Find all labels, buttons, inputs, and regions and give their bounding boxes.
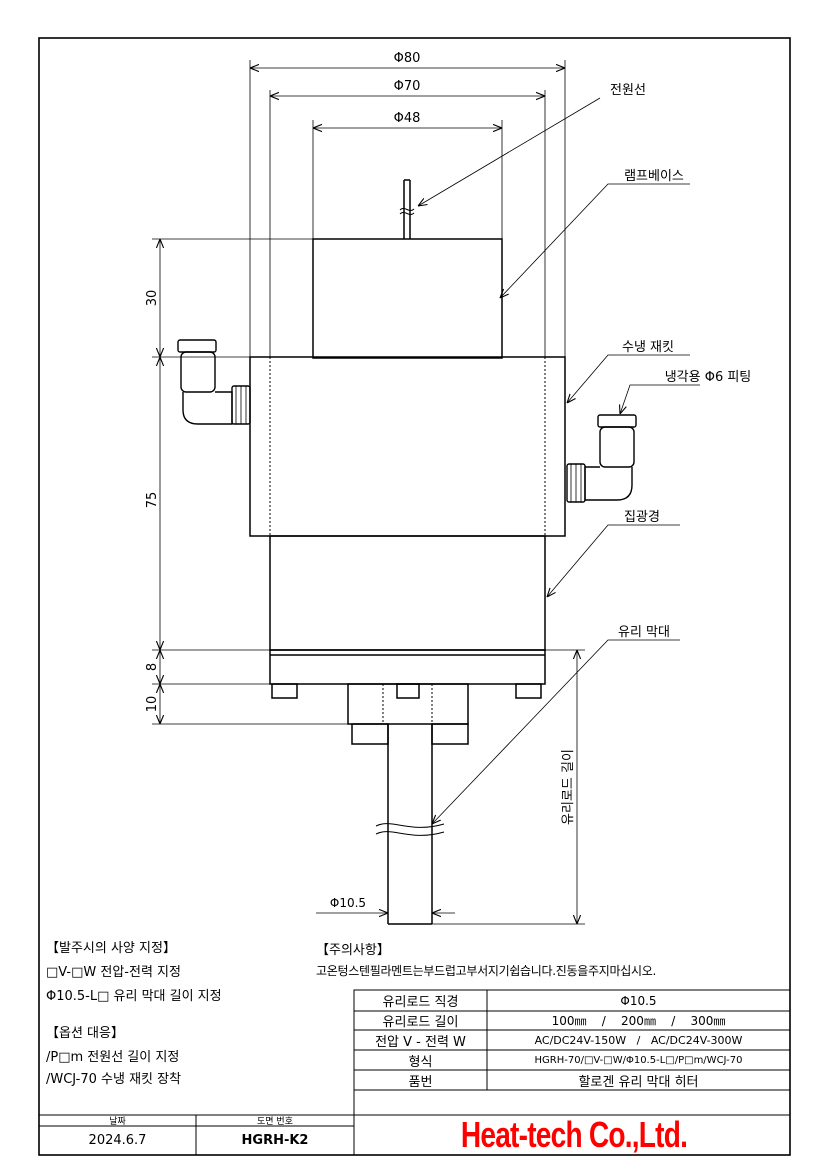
reflector	[269, 535, 546, 651]
label-cooling-fitting: 냉각용 Φ6 피팅	[665, 370, 752, 385]
dim-rod-dia: Φ10.5	[330, 896, 366, 910]
date-label: 날짜	[109, 1117, 126, 1126]
spec-label-rod-length: 유리로드 길이	[382, 1015, 459, 1030]
order-spec-title: 【발주시의 사양 지정】	[46, 941, 176, 956]
spec-value-part-name: 할로겐 유리 막대 히터	[578, 1074, 699, 1090]
spec-label-voltage: 전압 V - 전력 W	[375, 1034, 466, 1050]
left-fitting	[177, 339, 251, 425]
date-value: 2024.6.7	[88, 1133, 147, 1148]
dim-75: 75	[145, 492, 160, 509]
spec-value-model: HGRH-70/□V-□W/Φ10.5-L□/P□m/WCJ-70	[534, 1054, 743, 1066]
glass-rod	[375, 724, 445, 925]
caution-title: 【주의사항】	[316, 943, 390, 958]
water-jacket	[249, 356, 566, 537]
order-spec-line1: □V-□W 전압-전력 지정	[46, 965, 181, 980]
label-glass-rod: 유리 막대	[618, 625, 670, 640]
dim-phi80: Φ80	[394, 51, 421, 66]
spec-label-part-name: 품번	[408, 1074, 433, 1090]
spec-label-model: 형식	[408, 1054, 433, 1070]
order-spec-line2: Φ10.5-L□ 유리 막대 길이 지정	[46, 989, 222, 1004]
brand-logo: Heat-tech Co.,Ltd.	[460, 1114, 688, 1155]
drawing-border	[38, 37, 791, 1156]
dim-10: 10	[145, 696, 160, 713]
dim-phi48: Φ48	[394, 111, 421, 126]
dim-8: 8	[145, 663, 160, 671]
rod-holder	[347, 683, 469, 725]
lamp-base	[312, 238, 503, 359]
right-fitting	[566, 414, 637, 503]
label-reflector: 집광경	[624, 510, 660, 525]
dim-phi70: Φ70	[394, 79, 421, 94]
power-wire	[399, 179, 415, 239]
spec-label-rod-diameter: 유리로드 직경	[382, 995, 459, 1010]
spec-value-rod-length: 100㎜ / 200㎜ / 300㎜	[551, 1014, 726, 1028]
caution-text: 고온텅스텐필라멘트는부드럽고부서지기쉽습니다.진동을주지마십시오.	[316, 964, 656, 978]
drawing-no-label: 도면 번호	[257, 1117, 293, 1126]
dim-rod-length: 유리로드 길이	[561, 749, 576, 825]
label-water-jacket: 수냉 재킷	[622, 340, 674, 355]
dim-30: 30	[145, 290, 160, 307]
options-line1: /P□m 전원선 길이 지정	[46, 1050, 180, 1065]
label-power-wire: 전원선	[610, 83, 646, 98]
options-line2: /WCJ-70 수냉 재킷 장착	[46, 1072, 182, 1087]
drawing-no-value: HGRH-K2	[241, 1133, 309, 1148]
options-title: 【옵션 대응】	[46, 1026, 124, 1041]
label-lamp-base: 램프베이스	[624, 169, 684, 184]
spec-value-voltage: AC/DC24V-150W / AC/DC24V-300W	[534, 1033, 743, 1047]
spec-value-rod-diameter: Φ10.5	[620, 993, 657, 1008]
